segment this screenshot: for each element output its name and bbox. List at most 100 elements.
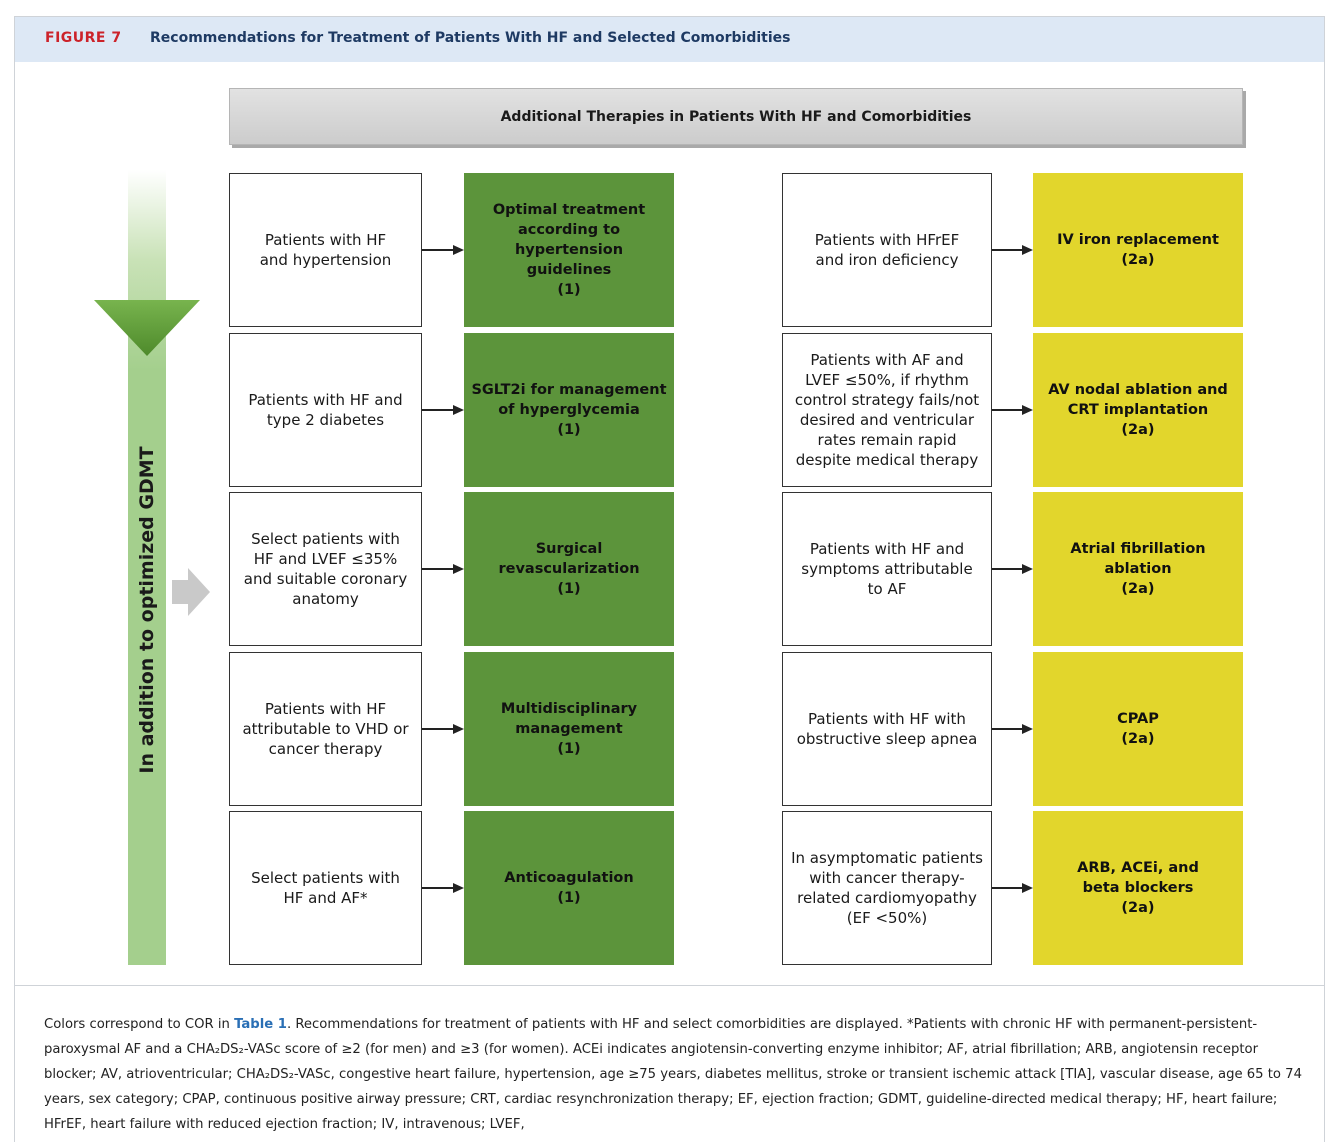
- right-arrow-icon: [172, 568, 210, 616]
- gdmt-side-label: In addition to optimized GDMT: [136, 446, 158, 774]
- right-condition-box-5: In asymptomatic patients with cancer ther…: [782, 811, 992, 965]
- right-row-arrow-1: [992, 244, 1033, 256]
- recommendation-text-line: (2a): [1121, 581, 1155, 597]
- recommendation-text-line: CRT implantation: [1067, 402, 1209, 418]
- left-condition-box-1: Patients with HF and hypertension: [229, 173, 422, 327]
- recommendation-text-line: SGLT2i for management: [471, 382, 667, 398]
- right-row-arrow-3: [992, 563, 1033, 575]
- figure-caption: Colors correspond to COR in Table 1. Rec…: [44, 1012, 1306, 1137]
- arrowhead-icon: [1022, 405, 1033, 415]
- condition-text-line: type 2 diabetes: [266, 411, 385, 429]
- condition-text-line: attributable to VHD or: [242, 720, 409, 738]
- recommendation-text-line: (1): [557, 741, 581, 757]
- condition-text-line: and suitable coronary: [243, 570, 408, 588]
- left-row-arrow-2: [422, 404, 464, 416]
- recommendation-text-line: of hyperglycemia: [498, 402, 640, 418]
- recommendation-text-line: AV nodal ablation and: [1048, 382, 1228, 398]
- condition-text-line: Patients with HFrEF: [814, 231, 960, 249]
- arrow-line: [992, 249, 1023, 251]
- recommendation-text-line: (2a): [1121, 252, 1155, 268]
- recommendation-text-line: IV iron replacement: [1057, 232, 1219, 248]
- arrowhead-icon: [453, 405, 464, 415]
- condition-text-line: and hypertension: [259, 251, 392, 269]
- condition-text-line: cancer therapy: [268, 740, 383, 758]
- caption-prefix: Colors correspond to COR in: [44, 1017, 235, 1032]
- right-row-arrow-4: [992, 723, 1033, 735]
- arrowhead-icon: [453, 245, 464, 255]
- arrowhead-icon: [1022, 724, 1033, 734]
- recommendation-text-line: ARB, ACEi, and: [1077, 860, 1199, 876]
- condition-text-line: HF and AF*: [283, 889, 368, 907]
- condition-text-line: to AF: [867, 580, 907, 598]
- recommendation-text-line: according to hypertension: [514, 222, 624, 258]
- table-1-link[interactable]: Table 1: [234, 1017, 287, 1032]
- condition-text-line: and iron deficiency: [815, 251, 959, 269]
- figure-title: Recommendations for Treatment of Patient…: [150, 30, 791, 46]
- arrowhead-icon: [1022, 245, 1033, 255]
- condition-text-line: Select patients with: [251, 869, 400, 887]
- arrowhead-icon: [453, 564, 464, 574]
- left-condition-box-5: Select patients with HF and AF*: [229, 811, 422, 965]
- figure-title-bar: FIGURE 7 Recommendations for Treatment o…: [15, 17, 1324, 62]
- arrow-line: [992, 728, 1023, 730]
- condition-text-line: with cancer therapy-: [809, 869, 965, 887]
- condition-text-line: despite medical therapy: [795, 451, 979, 469]
- arrow-line: [422, 409, 454, 411]
- condition-text-line: anatomy: [292, 590, 359, 608]
- recommendation-text-line: beta blockers: [1082, 880, 1194, 896]
- figure-label: FIGURE 7: [45, 30, 122, 46]
- condition-text-line: Patients with HF with: [808, 710, 966, 728]
- arrowhead-icon: [453, 883, 464, 893]
- arrow-line: [992, 409, 1023, 411]
- arrowhead-icon: [453, 724, 464, 734]
- recommendation-text-line: ablation: [1104, 561, 1172, 577]
- right-row-arrow-5: [992, 882, 1033, 894]
- recommendation-text-line: management: [515, 721, 623, 737]
- recommendation-text-line: CPAP: [1117, 711, 1159, 727]
- condition-text-line: Patients with HF: [264, 231, 387, 249]
- condition-text-line: Patients with AF and: [810, 351, 964, 369]
- condition-text-line: symptoms attributable: [801, 560, 973, 578]
- left-recommendation-box-5: Anticoagulation(1): [464, 811, 674, 965]
- recommendation-text-line: (2a): [1121, 731, 1155, 747]
- recommendation-text-line: (2a): [1121, 900, 1155, 916]
- recommendation-text-line: Surgical revascularization: [498, 541, 640, 577]
- recommendation-text-line: (1): [557, 282, 581, 298]
- recommendation-text-line: (1): [557, 581, 581, 597]
- arrowhead-icon: [1022, 564, 1033, 574]
- recommendation-text-line: Multidisciplinary: [500, 701, 638, 717]
- down-arrow-icon: [94, 300, 200, 356]
- caption-separator: [15, 985, 1324, 986]
- condition-text-line: control strategy fails/not: [794, 391, 980, 409]
- arrow-line: [422, 887, 454, 889]
- recommendation-text-line: (2a): [1121, 422, 1155, 438]
- arrow-line: [422, 728, 454, 730]
- right-recommendation-box-4: CPAP (2a): [1033, 652, 1243, 806]
- condition-text-line: In asymptomatic patients: [791, 849, 983, 867]
- therapies-header: Additional Therapies in Patients With HF…: [229, 88, 1243, 145]
- condition-text-line: Patients with HF: [264, 700, 387, 718]
- right-row-arrow-2: [992, 404, 1033, 416]
- condition-text-line: (EF <50%): [846, 909, 928, 927]
- right-condition-box-1: Patients with HFrEF and iron deficiency: [782, 173, 992, 327]
- arrow-line: [422, 249, 454, 251]
- left-condition-box-4: Patients with HF attributable to VHD or ca…: [229, 652, 422, 806]
- left-row-arrow-3: [422, 563, 464, 575]
- arrowhead-icon: [1022, 883, 1033, 893]
- recommendation-text-line: (1): [557, 890, 581, 906]
- right-recommendation-box-5: ARB, ACEi, and beta blockers (2a): [1033, 811, 1243, 965]
- condition-text-line: obstructive sleep apnea: [796, 730, 978, 748]
- left-recommendation-box-3: Surgical revascularization (1): [464, 492, 674, 646]
- condition-text-line: Patients with HF and: [809, 540, 965, 558]
- left-row-arrow-4: [422, 723, 464, 735]
- caption-body: . Recommendations for treatment of patie…: [44, 1017, 1302, 1132]
- recommendation-text-line: guidelines: [526, 262, 612, 278]
- right-condition-box-4: Patients with HF with obstructive sleep a…: [782, 652, 992, 806]
